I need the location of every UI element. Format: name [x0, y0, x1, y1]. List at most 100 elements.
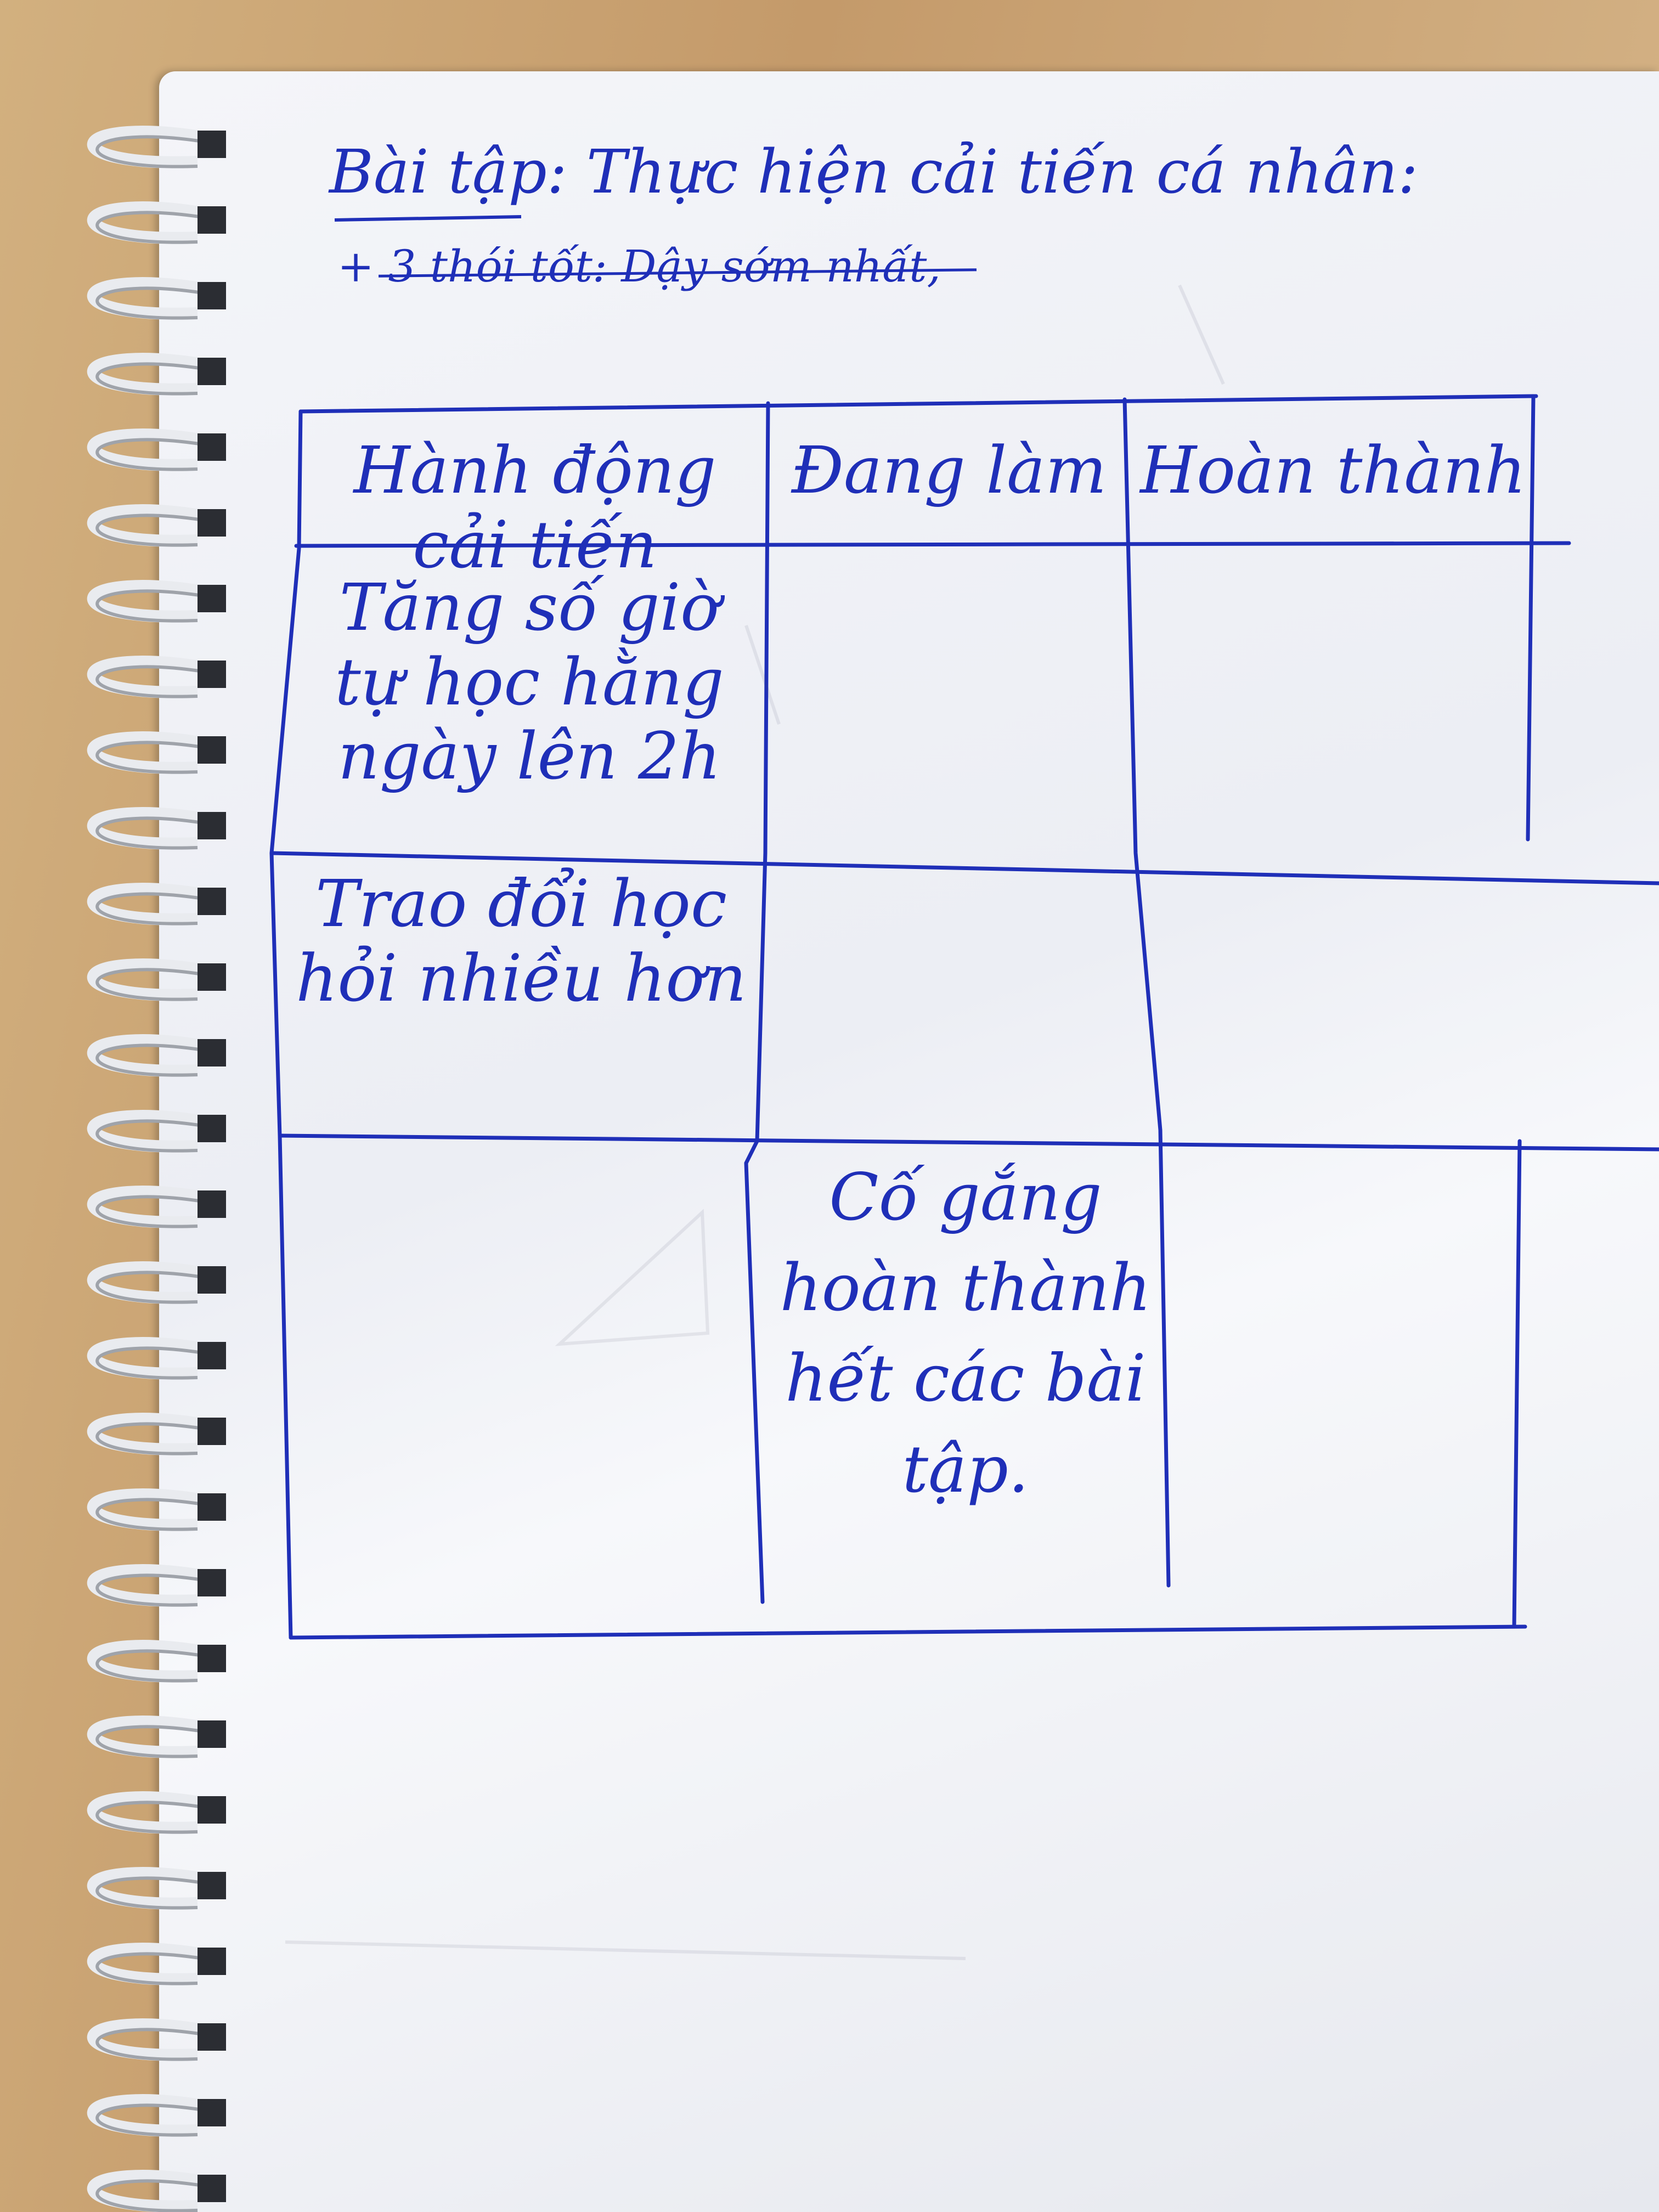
- spiral-ring-shadow: [95, 438, 204, 471]
- spiral-ring: [87, 1413, 204, 1455]
- spiral-ring: [87, 1488, 204, 1531]
- binding-hole: [198, 1039, 226, 1066]
- spiral-ring: [87, 1640, 204, 1683]
- spiral-ring: [87, 1337, 204, 1380]
- binding-hole: [198, 736, 226, 764]
- spiral-ring: [87, 504, 204, 547]
- binding-hole: [198, 1266, 226, 1294]
- spiral-ring-shadow: [95, 1498, 204, 1531]
- spiral-ring-shadow: [95, 1271, 204, 1304]
- header-in-progress: Đang làm: [791, 432, 1107, 508]
- spiral-ring-shadow: [95, 741, 204, 774]
- binding-hole: [198, 131, 226, 158]
- binding-hole: [198, 888, 226, 915]
- spiral-ring: [87, 1867, 204, 1910]
- spiral-ring: [87, 2094, 204, 2137]
- spiral-ring: [87, 656, 204, 698]
- spiral-ring: [87, 277, 204, 320]
- binding-hole: [198, 1493, 226, 1521]
- spiral-ring-shadow: [95, 1119, 204, 1153]
- binding-hole: [198, 812, 226, 839]
- binding-hole: [198, 206, 226, 234]
- spiral-ring-shadow: [95, 1725, 204, 1758]
- spiral-ring-shadow: [95, 816, 204, 850]
- spiral-ring: [87, 1564, 204, 1607]
- header-bottom-border: [294, 541, 1571, 548]
- spiral-ring-shadow: [95, 1195, 204, 1228]
- binding-hole: [198, 1115, 226, 1142]
- spiral-ring-shadow: [95, 2179, 204, 2212]
- spiral-ring: [87, 1716, 204, 1758]
- spiral-ring-shadow: [95, 892, 204, 926]
- spiral-ring: [87, 958, 204, 1001]
- spiral-ring: [87, 580, 204, 623]
- col1-divider: [744, 401, 770, 1604]
- binding-hole: [198, 1645, 226, 1672]
- spiral-ring-shadow: [95, 1952, 204, 1985]
- binding-hole: [198, 282, 226, 309]
- col2-divider: [1122, 397, 1171, 1588]
- spiral-ring-shadow: [95, 2028, 204, 2061]
- binding-hole: [198, 1720, 226, 1748]
- header-completed: Hoàn thành: [1140, 432, 1526, 508]
- spiral-ring: [87, 201, 204, 244]
- binding-hole: [198, 1342, 226, 1369]
- row1-action-cell: Tăng số giờ tự học hằng ngày lên 2h: [335, 569, 724, 794]
- binding-hole: [198, 963, 226, 991]
- exercise-title: Bài tập: Thực hiện cải tiến cá nhân:: [329, 137, 1418, 207]
- spiral-ring: [87, 126, 204, 168]
- row1-bottom-border: [269, 851, 1659, 885]
- table-bottom-border: [289, 1624, 1527, 1640]
- spiral-ring: [87, 1186, 204, 1228]
- spiral-ring-shadow: [95, 589, 204, 623]
- spiral-ring: [87, 807, 204, 850]
- binding-hole: [198, 358, 226, 385]
- right-border: [1512, 394, 1536, 1629]
- binding-hole: [198, 585, 226, 612]
- spiral-ring-shadow: [95, 211, 204, 244]
- binding-hole: [198, 433, 226, 461]
- spiral-ring: [87, 1791, 204, 1834]
- row3-in-progress-cell: Cố gắng hoàn thành hết các bài tập.: [780, 1159, 1152, 1507]
- spiral-ring: [87, 1110, 204, 1153]
- binding-hole: [198, 2023, 226, 2051]
- spiral-ring-shadow: [95, 1422, 204, 1455]
- binding-hole: [198, 1190, 226, 1218]
- spiral-ring-shadow: [95, 135, 204, 168]
- spiral-ring: [87, 428, 204, 471]
- spiral-ring-shadow: [95, 1346, 204, 1380]
- spiral-ring-shadow: [95, 968, 204, 1001]
- spiral-ring-shadow: [95, 1649, 204, 1683]
- spiral-ring: [87, 1943, 204, 1985]
- left-border: [269, 409, 303, 1640]
- spiral-ring-shadow: [95, 1043, 204, 1077]
- spiral-ring-shadow: [95, 1573, 204, 1607]
- spiral-ring-shadow: [95, 286, 204, 320]
- row2-action-cell: Trao đổi học hỏi nhiều hơn: [296, 866, 747, 1016]
- binding-hole: [198, 661, 226, 688]
- struck-through-line: + 3 thói tốt: Dậy sớm nhất,: [337, 241, 941, 292]
- binding-hole: [198, 1872, 226, 1899]
- spiral-ring-shadow: [95, 514, 204, 547]
- binding-hole: [198, 509, 226, 537]
- row2-bottom-border: [278, 1133, 1659, 1152]
- spiral-ring: [87, 2018, 204, 2061]
- spiral-ring: [87, 2170, 204, 2212]
- binding-hole: [198, 1418, 226, 1445]
- binding-hole: [198, 1569, 226, 1596]
- binding-hole: [198, 1948, 226, 1975]
- table-top-border: [298, 394, 1538, 414]
- spiral-ring: [87, 353, 204, 396]
- spiral-ring-shadow: [95, 1801, 204, 1834]
- spiral-ring-shadow: [95, 2103, 204, 2137]
- spiral-ring: [87, 1034, 204, 1077]
- spiral-ring: [87, 883, 204, 926]
- header-improvement-action: Hành động cải tiến: [353, 432, 716, 583]
- spiral-ring-shadow: [95, 362, 204, 396]
- spiral-ring: [87, 1261, 204, 1304]
- spiral-ring-shadow: [95, 665, 204, 698]
- spiral-ring-shadow: [95, 1876, 204, 1910]
